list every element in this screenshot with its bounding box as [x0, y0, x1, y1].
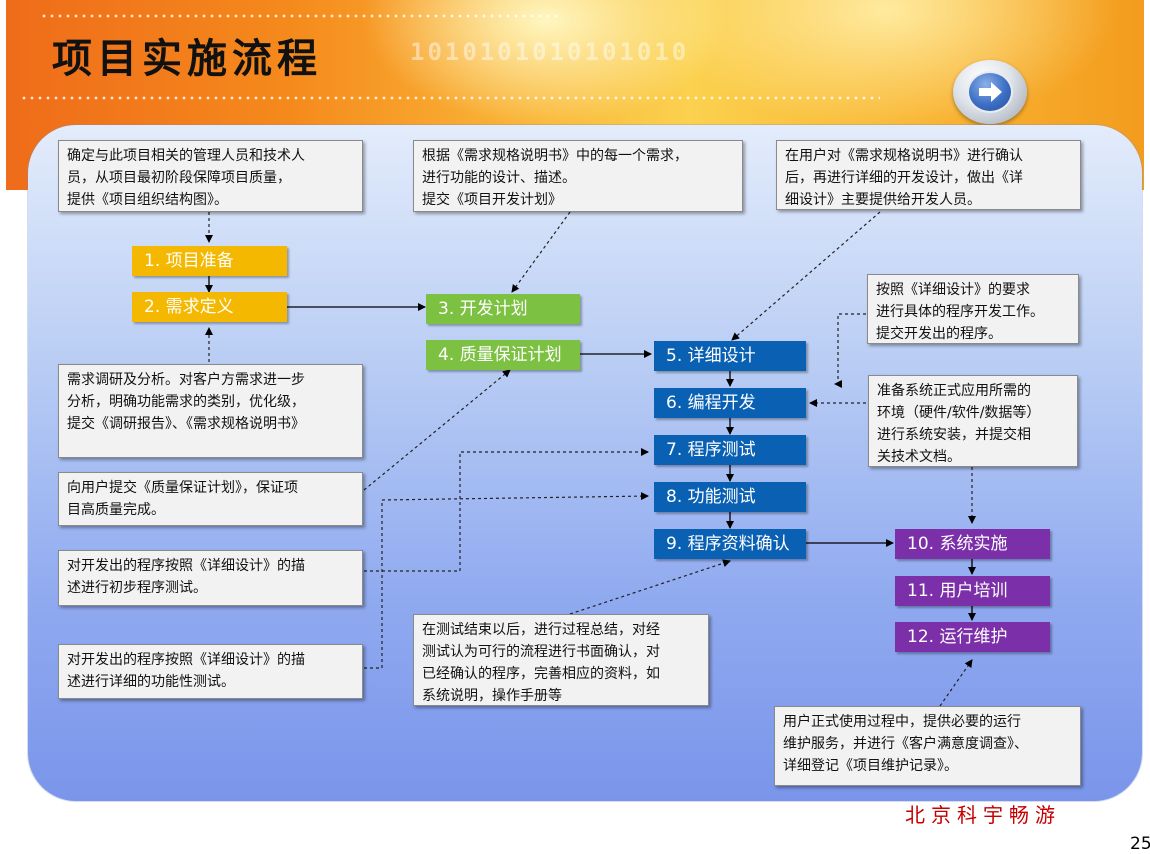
step-5-detail-design[interactable]: 5. 详细设计	[654, 341, 806, 371]
note-dev-plan: 根据《需求规格说明书》中的每一个需求， 进行功能的设计、描述。 提交《项目开发计…	[413, 140, 743, 212]
step-9-doc-confirm[interactable]: 9. 程序资料确认	[654, 529, 806, 559]
note-maintenance: 用户正式使用过程中，提供必要的运行 维护服务，并进行《客户满意度调查》、 详细登…	[774, 706, 1081, 786]
step-8-function-test[interactable]: 8. 功能测试	[654, 482, 806, 512]
company-name: 北京科宇畅游	[905, 803, 1061, 827]
note-coding: 按照《详细设计》的要求 进行具体的程序开发工作。 提交开发出的程序。	[867, 274, 1079, 344]
note-detail-design: 在用户对《需求规格说明书》进行确认 后，再进行详细的开发设计，做出《详 细设计》…	[776, 140, 1081, 210]
note-program-test: 对开发出的程序按照《详细设计》的描 述进行初步程序测试。	[58, 550, 363, 606]
dot-decoration	[20, 96, 880, 100]
step-10-implementation[interactable]: 10. 系统实施	[895, 529, 1050, 559]
step-7-program-test[interactable]: 7. 程序测试	[654, 435, 806, 465]
step-2-requirements[interactable]: 2. 需求定义	[132, 292, 287, 322]
step-12-maintenance[interactable]: 12. 运行维护	[895, 622, 1050, 652]
step-6-coding[interactable]: 6. 编程开发	[654, 388, 806, 418]
note-confirm: 在测试结束以后，进行过程总结，对经 测试认为可行的流程进行书面确认，对 已经确认…	[413, 614, 709, 706]
page-title: 项目实施流程	[52, 36, 322, 82]
binary-decoration: 1010101010101010	[410, 38, 690, 66]
dot-decoration	[40, 14, 560, 18]
note-implementation: 准备系统正式应用所需的 环境（硬件/软件/数据等） 进行系统安装，并提交相 关技…	[868, 375, 1078, 467]
step-1-project-prep[interactable]: 1. 项目准备	[132, 246, 287, 276]
step-11-training[interactable]: 11. 用户培训	[895, 576, 1050, 606]
note-function-test: 对开发出的程序按照《详细设计》的描 述进行详细的功能性测试。	[58, 644, 363, 699]
note-requirements: 需求调研及分析。对客户方需求进一步 分析，明确功能需求的类别，优化级， 提交《调…	[58, 364, 363, 458]
step-4-quality-plan[interactable]: 4. 质量保证计划	[426, 340, 580, 370]
page-number: 25	[1130, 834, 1150, 854]
note-quality: 向用户提交《质量保证计划》，保证项 目高质量完成。	[58, 472, 363, 526]
next-slide-button[interactable]	[953, 60, 1027, 124]
arrow-right-icon	[967, 71, 1013, 113]
step-3-dev-plan[interactable]: 3. 开发计划	[426, 294, 580, 324]
note-project-prep: 确定与此项目相关的管理人员和技术人 员，从项目最初阶段保障项目质量， 提供《项目…	[58, 140, 363, 212]
